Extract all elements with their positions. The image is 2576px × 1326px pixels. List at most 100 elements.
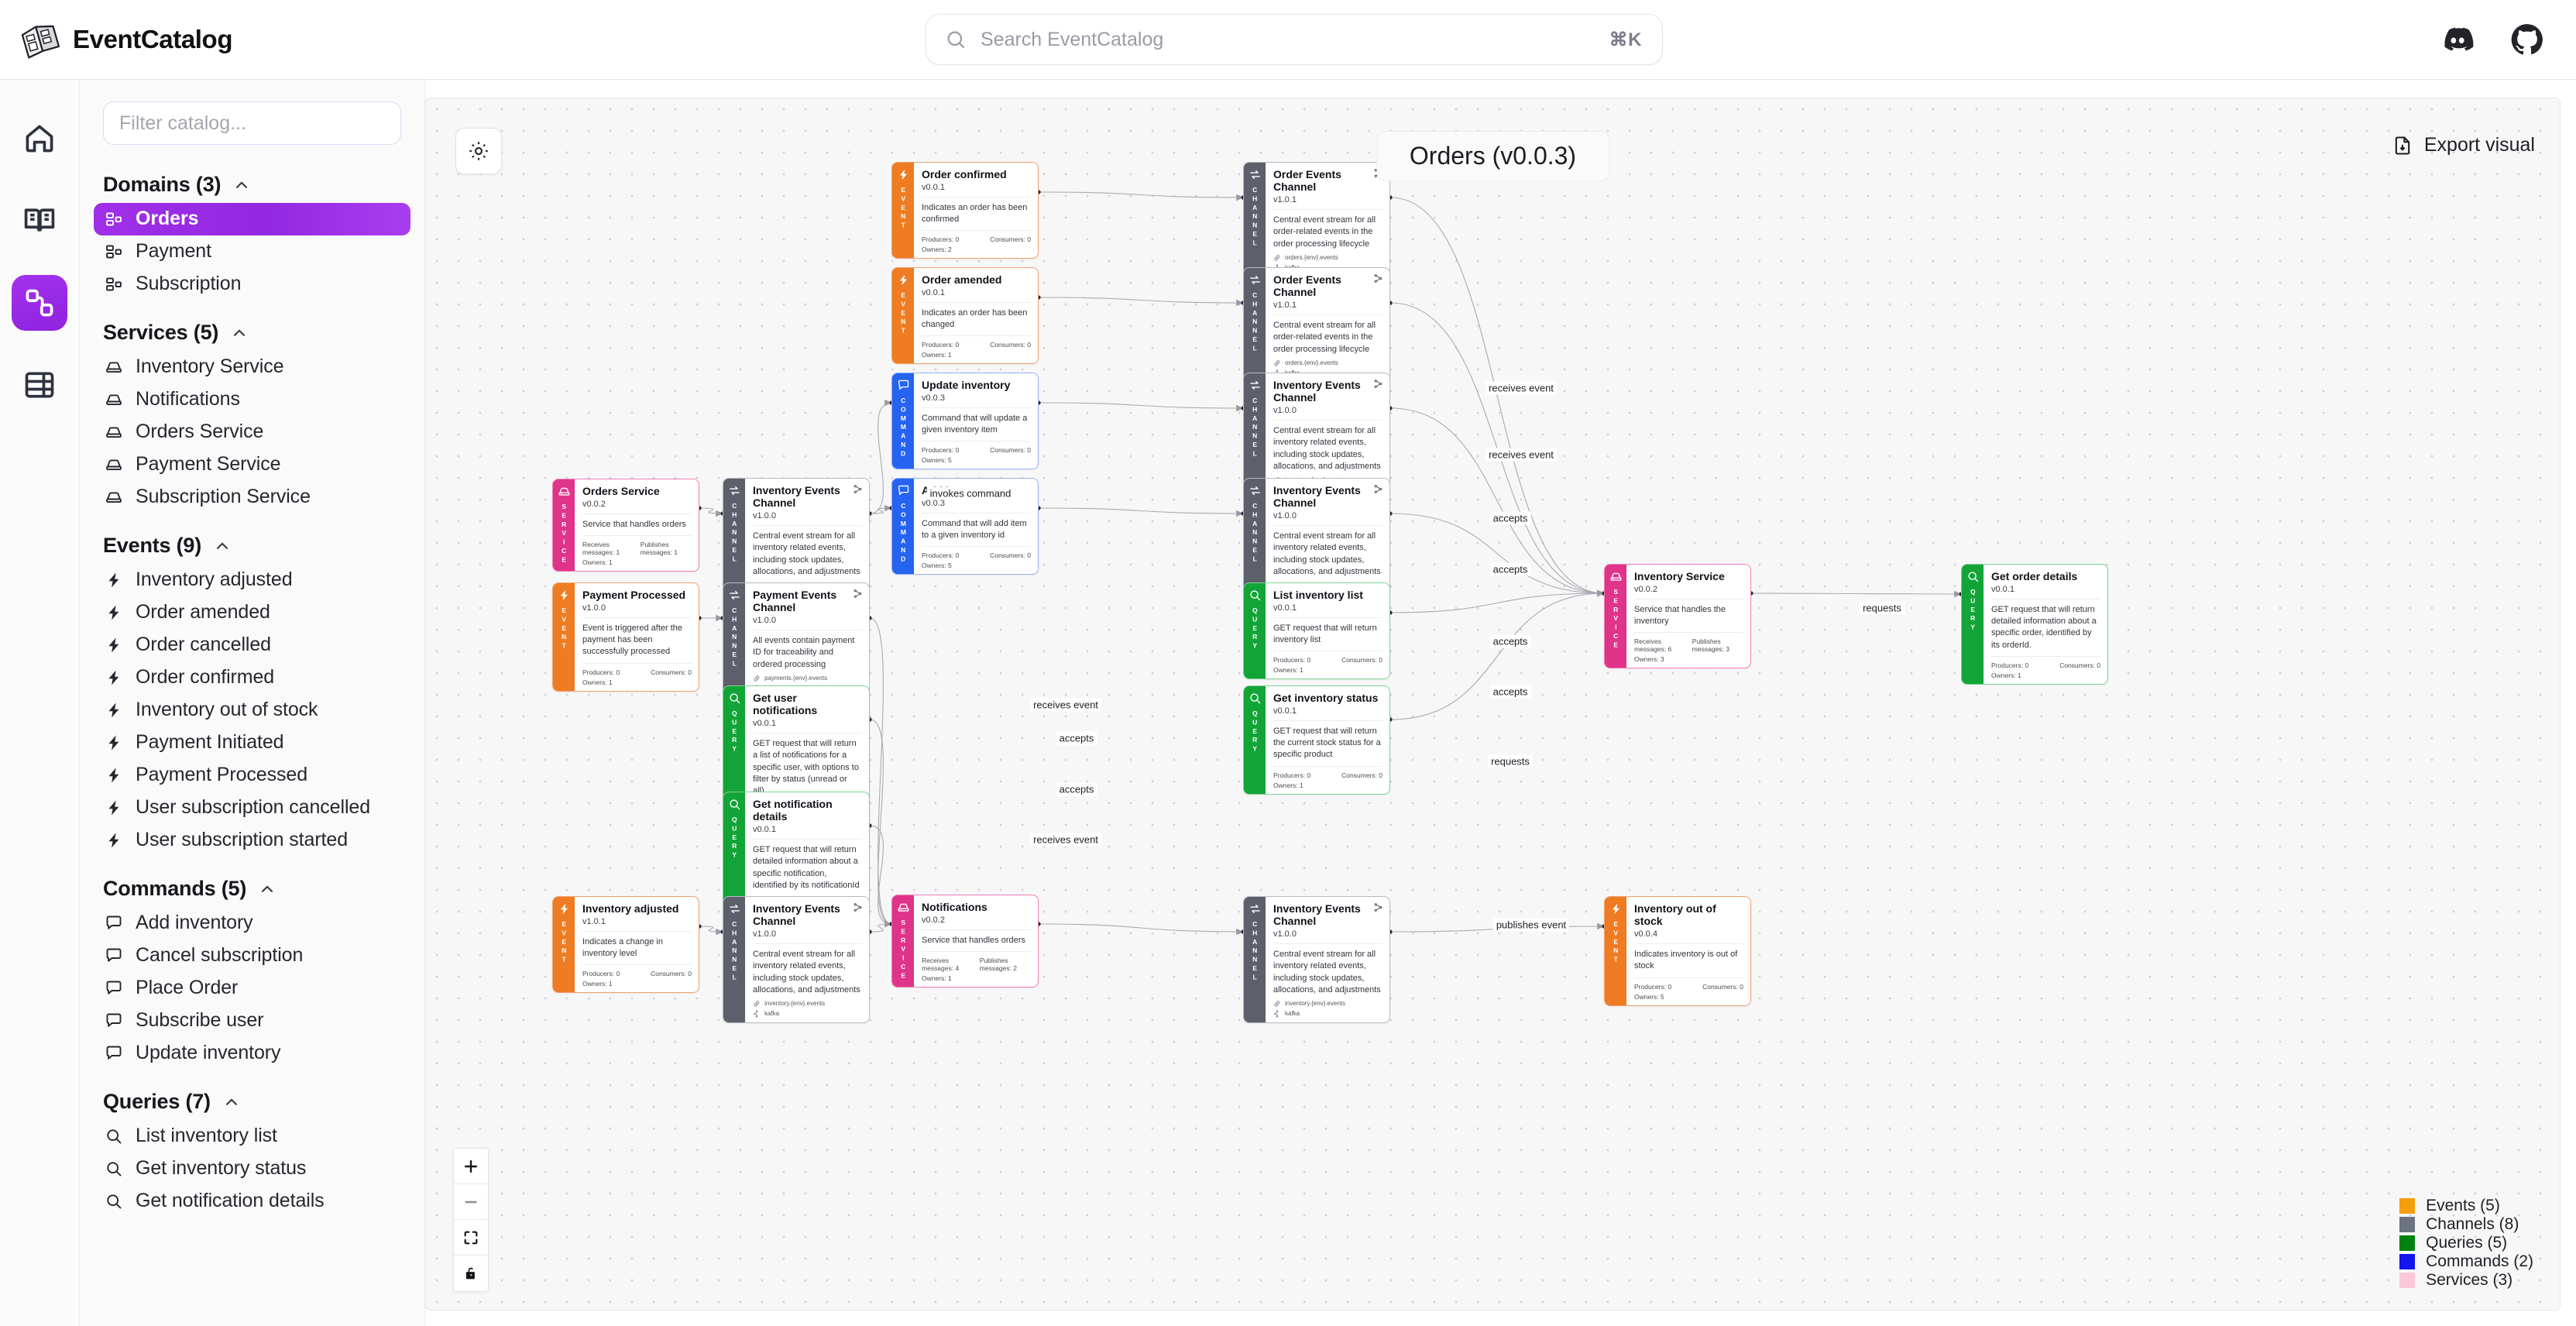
sidebar-item-payment-service[interactable]: Payment Service xyxy=(94,448,410,481)
search-input[interactable] xyxy=(981,28,1609,51)
sidebar-item-orders-service[interactable]: Orders Service xyxy=(94,416,410,448)
corner-icon xyxy=(854,485,862,493)
node-version: v1.0.1 xyxy=(1273,301,1297,311)
sidebar-item-place-order[interactable]: Place Order xyxy=(94,972,410,1005)
service-icon xyxy=(106,362,122,373)
github-icon[interactable] xyxy=(2509,22,2545,57)
node-type-strip: SERVICE xyxy=(892,895,914,988)
node-tag: payments.{env}.events xyxy=(753,675,862,682)
legend-swatch xyxy=(2399,1235,2416,1251)
node-type-label: QUERY xyxy=(730,709,739,754)
sidebar-item-subscribe-user[interactable]: Subscribe user xyxy=(94,1005,410,1037)
sidebar-item-label: Place Order xyxy=(136,977,239,999)
sidebar-item-user-subscription-started[interactable]: User subscription started xyxy=(94,824,410,857)
node-version: v1.0.0 xyxy=(1273,511,1297,521)
rail-item-visualiser[interactable] xyxy=(12,275,67,331)
node-divider xyxy=(582,964,692,966)
canvas-settings-button[interactable] xyxy=(455,128,502,174)
nodes-icon xyxy=(26,289,53,317)
sidebar-item-subscription-service[interactable]: Subscription Service xyxy=(94,481,410,514)
rail-item-home[interactable] xyxy=(12,111,67,167)
brand[interactable]: EventCatalog xyxy=(0,19,424,60)
server-icon xyxy=(558,487,570,496)
eventcatalog-logo-icon xyxy=(21,25,60,59)
sidebar-item-update-inventory[interactable]: Update inventory xyxy=(94,1037,410,1070)
sidebar-item-cancel-subscription[interactable]: Cancel subscription xyxy=(94,940,410,972)
discord-icon[interactable] xyxy=(2440,22,2475,57)
sidebar-item-inventory-out-of-stock[interactable]: Inventory out of stock xyxy=(94,694,410,727)
node-title: Inventory out of stock xyxy=(1634,902,1716,928)
rail-item-docs[interactable] xyxy=(12,193,67,249)
search-icon xyxy=(1249,693,1260,704)
sidebar-item-orders[interactable]: Orders xyxy=(94,203,410,235)
search-container[interactable]: ⌘K xyxy=(926,14,1663,65)
sidebar-item-payment-initiated[interactable]: Payment Initiated xyxy=(94,727,410,759)
node-description: Central event stream for all inventory r… xyxy=(1273,531,1381,576)
sidebar-item-label: Subscription Service xyxy=(136,486,311,508)
rail-item-discover[interactable] xyxy=(12,357,67,413)
sidebar-section-header[interactable]: Commands (5) xyxy=(80,857,424,907)
lock-button[interactable] xyxy=(454,1256,488,1291)
node-producers: Producers: 0 xyxy=(922,551,960,560)
sidebar-item-user-subscription-cancelled[interactable]: User subscription cancelled xyxy=(94,792,410,824)
command-icon xyxy=(106,915,122,929)
node-description: Command that will update a given invento… xyxy=(922,414,1028,435)
zoom-in-button[interactable] xyxy=(454,1149,488,1184)
swap-icon xyxy=(1249,904,1260,914)
export-visual-button[interactable]: Export visual xyxy=(2392,134,2535,156)
sidebar-item-label: Order confirmed xyxy=(136,666,275,689)
node-description: GET request that will return inventory l… xyxy=(1273,623,1377,645)
sidebar-item-get-notification-details[interactable]: Get notification details xyxy=(94,1185,410,1218)
sidebar-item-notifications[interactable]: Notifications xyxy=(94,383,410,416)
sidebar-section-header[interactable]: Events (9) xyxy=(80,514,424,564)
sidebar-item-add-inventory[interactable]: Add inventory xyxy=(94,907,410,940)
fit-view-button[interactable] xyxy=(454,1220,488,1256)
sidebar-item-order-confirmed[interactable]: Order confirmed xyxy=(94,661,410,694)
sidebar-item-order-cancelled[interactable]: Order cancelled xyxy=(94,629,410,661)
edge-label: requests xyxy=(1860,601,1905,615)
node-type-label: EVENT xyxy=(560,920,568,964)
filter-catalog-input[interactable] xyxy=(103,101,401,145)
sidebar-item-payment[interactable]: Payment xyxy=(94,235,410,268)
node-description: Command that will add item to a given in… xyxy=(922,519,1027,541)
sidebar-item-payment-processed[interactable]: Payment Processed xyxy=(94,759,410,792)
sidebar-item-subscription[interactable]: Subscription xyxy=(94,268,410,301)
search-icon xyxy=(1249,590,1260,601)
sidebar-item-label: Get notification details xyxy=(136,1190,325,1212)
sidebar-section-header[interactable]: Services (5) xyxy=(80,301,424,351)
sidebar-section-header[interactable]: Domains (3) xyxy=(80,153,424,203)
edge-label: accepts xyxy=(1489,634,1531,648)
node-type-label: QUERY xyxy=(1251,709,1259,754)
sidebar-section-header[interactable]: Queries (7) xyxy=(80,1070,424,1120)
graph-edge xyxy=(1389,197,1605,597)
sidebar-item-list-inventory-list[interactable]: List inventory list xyxy=(94,1120,410,1153)
node-version: v0.0.1 xyxy=(1273,603,1297,613)
sidebar-item-inventory-adjusted[interactable]: Inventory adjusted xyxy=(94,564,410,596)
zoom-out-button[interactable] xyxy=(454,1184,488,1220)
sidebar-item-order-amended[interactable]: Order amended xyxy=(94,596,410,629)
sidebar-item-inventory-service[interactable]: Inventory Service xyxy=(94,351,410,383)
sidebar-item-get-inventory-status[interactable]: Get inventory status xyxy=(94,1153,410,1185)
